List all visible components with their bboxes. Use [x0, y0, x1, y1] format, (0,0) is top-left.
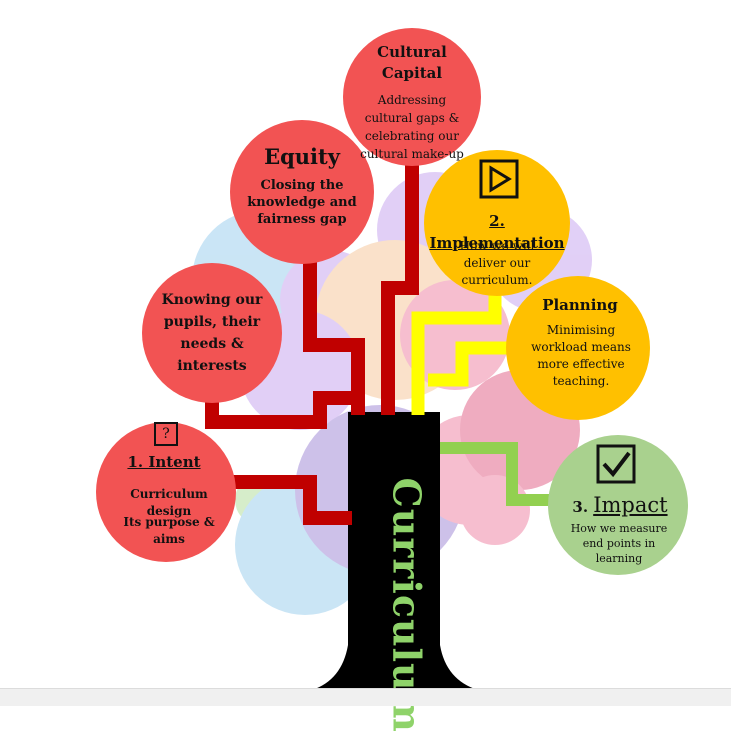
impact-title: Impact — [593, 493, 668, 517]
node-cultural-capital — [343, 28, 481, 166]
impact-body: How we measure end points in learning — [570, 522, 668, 565]
branch-planning — [428, 341, 518, 387]
impact-title-row: 3. Impact — [560, 492, 680, 520]
curriculum-tree-diagram: Cultural Capital Addressing cultural gap… — [0, 28, 731, 733]
equity-body: Closing the knowledge and fairness gap — [247, 178, 357, 227]
play-icon — [479, 159, 519, 199]
branch-implementation — [411, 292, 502, 415]
node-knowing — [142, 263, 282, 403]
foliage-bubble — [460, 475, 530, 545]
cultural-capital-body: Addressing cultural gaps & celebrating o… — [360, 93, 464, 161]
cultural-capital-title: Cultural Capital — [377, 43, 447, 82]
equity-title: Equity — [264, 144, 340, 169]
intent-icon-glyph: ? — [162, 426, 170, 442]
checkmark-icon — [596, 444, 636, 484]
intent-title: 1. Intent — [127, 453, 201, 471]
tree-graphic — [96, 28, 688, 690]
question-icon — [154, 422, 178, 446]
branch-equity — [303, 245, 365, 415]
intent-line2: Its purpose & aims — [123, 515, 215, 546]
implementation-body: How we will deliver our curriculum. — [459, 239, 535, 287]
planning-body: Minimising workload means more effective… — [531, 323, 631, 388]
impact-prefix: 3. — [572, 498, 589, 516]
planning-title: Planning — [542, 296, 618, 314]
knowing-title: Knowing our pupils, their needs & intere… — [161, 292, 263, 374]
intent-line1: Curriculum design — [130, 487, 208, 518]
branch-knowing — [205, 385, 358, 429]
branch-impact — [440, 442, 555, 506]
node-intent — [96, 422, 236, 562]
node-equity — [230, 120, 374, 264]
window-bottom-bar — [0, 688, 731, 706]
branch-cultural — [381, 165, 419, 415]
implementation-title: 2. Implementation — [429, 212, 565, 252]
foliage-bubble — [400, 280, 510, 390]
branches — [205, 165, 555, 525]
node-impact — [548, 435, 688, 575]
branch-intent — [225, 475, 352, 525]
node-implementation — [424, 150, 570, 296]
node-planning — [506, 276, 650, 420]
trunk — [312, 412, 478, 690]
trunk-label: Curriculum — [384, 477, 430, 733]
